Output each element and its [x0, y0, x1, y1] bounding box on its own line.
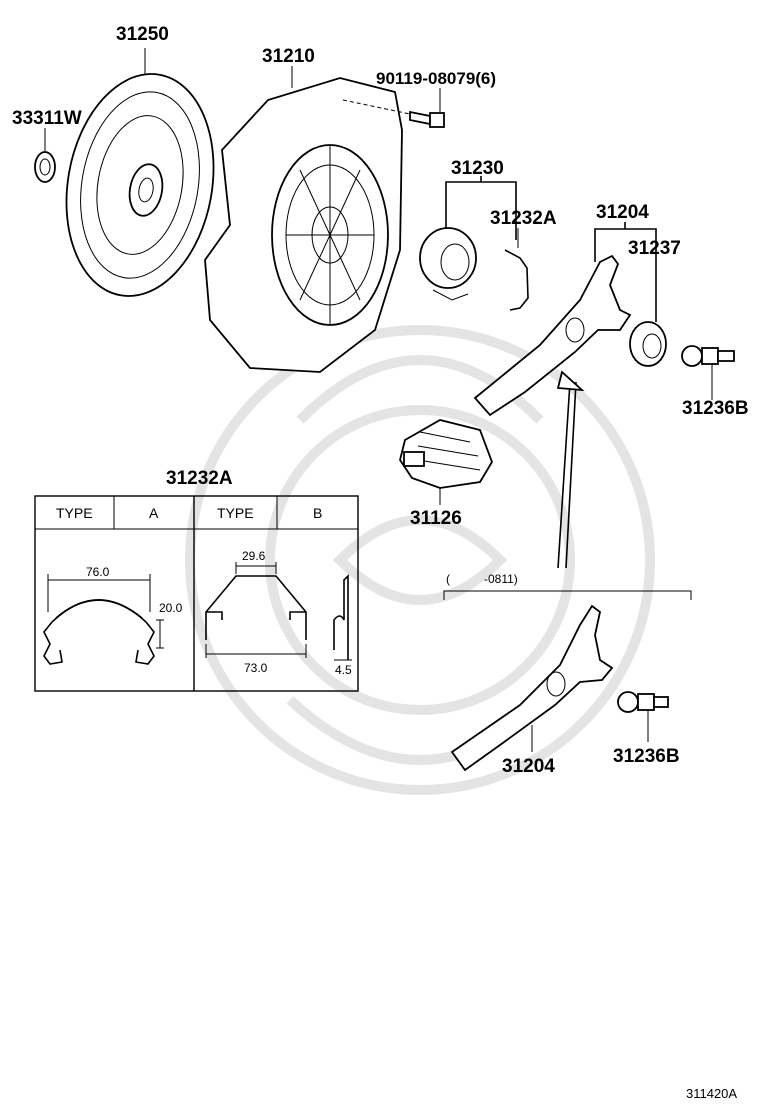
housing-cover-part	[399, 419, 493, 505]
variant-bracket	[443, 590, 692, 600]
label-31232A: 31232A	[490, 208, 557, 229]
assembly-arrow	[556, 370, 585, 569]
clutch-disc-part	[65, 48, 215, 297]
label-31236B-bottom: 31236B	[613, 746, 680, 767]
pilot-bearing-part	[34, 128, 56, 183]
clip-type-b-drawing: 29.6 73.0 4.5	[205, 549, 352, 677]
clip-type-table: 31232A TYPE A TYPE B 76.0 20.0	[34, 468, 359, 692]
label-31210: 31210	[262, 46, 315, 67]
dim-b-thickness: 4.5	[335, 663, 352, 677]
label-31230: 31230	[451, 158, 504, 179]
fork-boot-part	[629, 258, 667, 367]
fork-pivot-bottom-part	[617, 691, 669, 742]
label-31237: 31237	[628, 238, 681, 259]
label-31204-top: 31204	[596, 202, 649, 223]
pressure-plate-part	[204, 66, 403, 373]
inset-title: 31232A	[166, 468, 233, 489]
release-fork-bottom-part	[450, 604, 614, 772]
header-b: B	[313, 505, 322, 521]
fork-pivot-top-part	[681, 345, 735, 400]
label-31250: 31250	[116, 24, 169, 45]
dim-a-height: 20.0	[159, 601, 183, 615]
label-33311W: 33311W	[12, 108, 82, 129]
header-type-a: TYPE	[56, 505, 93, 521]
header-type-b: TYPE	[217, 505, 254, 521]
dim-b-top: 29.6	[242, 549, 266, 563]
variant-note-range: -0811)	[484, 572, 518, 586]
label-31204-bottom: 31204	[502, 756, 555, 777]
bolt-part	[342, 88, 445, 128]
header-a: A	[149, 505, 159, 521]
dim-a-width: 76.0	[86, 565, 110, 579]
variant-note-open: (	[446, 572, 450, 586]
dim-b-width: 73.0	[244, 661, 268, 675]
release-clip-part	[504, 228, 529, 311]
label-31236B-top: 31236B	[682, 398, 749, 419]
clip-type-a-drawing: 76.0 20.0	[43, 565, 183, 665]
label-90119-08079: 90119-08079(6)	[376, 69, 496, 88]
label-31126: 31126	[410, 508, 462, 529]
diagram-code: 311420A	[686, 1086, 737, 1101]
release-fork-top-part	[473, 222, 657, 417]
release-bearing-part	[419, 176, 517, 301]
